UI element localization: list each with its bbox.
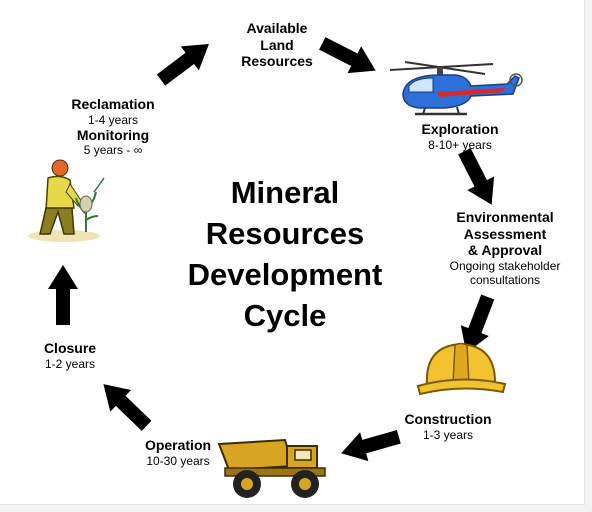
stage-operation-duration: 10-30 years bbox=[146, 453, 210, 468]
arrow-operation-to-closure bbox=[92, 373, 158, 437]
hard-hat-icon bbox=[416, 342, 507, 396]
stage-land-line-2: Land bbox=[260, 36, 294, 53]
stage-land-line-3: Resources bbox=[241, 53, 313, 70]
stage-env-line-2: Assessment bbox=[463, 225, 547, 242]
stage-closure-duration: 1-2 years bbox=[44, 356, 96, 371]
stage-operation-title: Operation bbox=[144, 437, 212, 453]
stage-land-line-1: Available bbox=[246, 20, 308, 36]
stage-available-land: Available Land Resources bbox=[222, 20, 332, 70]
stage-reclamation-title: Reclamation bbox=[71, 96, 155, 112]
diagram-canvas: Mineral Resources Development Cycle Avai… bbox=[0, 0, 585, 505]
title-line-3: Development bbox=[187, 257, 383, 292]
arrow-exploration-to-environmental bbox=[451, 144, 505, 212]
stage-environmental: Environmental Assessment & Approval Ongo… bbox=[430, 209, 580, 287]
title-line-4: Cycle bbox=[243, 298, 327, 333]
stage-env-line-1: Environmental bbox=[456, 209, 554, 225]
diagram-title: Mineral Resources Development Cycle bbox=[150, 172, 420, 336]
title-line-2: Resources bbox=[205, 216, 365, 251]
stage-exploration-title: Exploration bbox=[421, 121, 499, 137]
farmer-planting-icon bbox=[28, 159, 105, 242]
stage-env-line-3: & Approval bbox=[467, 242, 543, 259]
stage-closure-title: Closure bbox=[43, 340, 97, 356]
stage-construction: Construction 1-3 years bbox=[388, 411, 508, 442]
stage-env-note-2: consultations bbox=[469, 272, 541, 287]
stage-exploration: Exploration 8-10+ years bbox=[400, 121, 520, 152]
arrow-closure-to-reclamation bbox=[48, 265, 78, 325]
stage-monitoring-duration: 5 years - ∞ bbox=[83, 143, 143, 158]
stage-exploration-duration: 8-10+ years bbox=[428, 137, 492, 152]
stage-env-note-1: Ongoing stakeholder bbox=[449, 258, 561, 273]
stage-closure: Closure 1-2 years bbox=[28, 340, 112, 371]
stage-reclamation-duration: 1-4 years bbox=[87, 112, 139, 127]
stage-reclamation-monitoring: Reclamation 1-4 years Monitoring 5 years… bbox=[58, 96, 168, 157]
title-line-1: Mineral bbox=[230, 175, 340, 210]
stage-construction-title: Construction bbox=[404, 411, 492, 427]
arrow-reclamation-to-land bbox=[152, 31, 218, 93]
stage-construction-duration: 1-3 years bbox=[422, 427, 474, 442]
helicopter-icon bbox=[389, 61, 523, 116]
stage-monitoring-title: Monitoring bbox=[76, 126, 150, 143]
stage-operation: Operation 10-30 years bbox=[128, 437, 228, 468]
mining-truck-icon bbox=[217, 438, 326, 498]
